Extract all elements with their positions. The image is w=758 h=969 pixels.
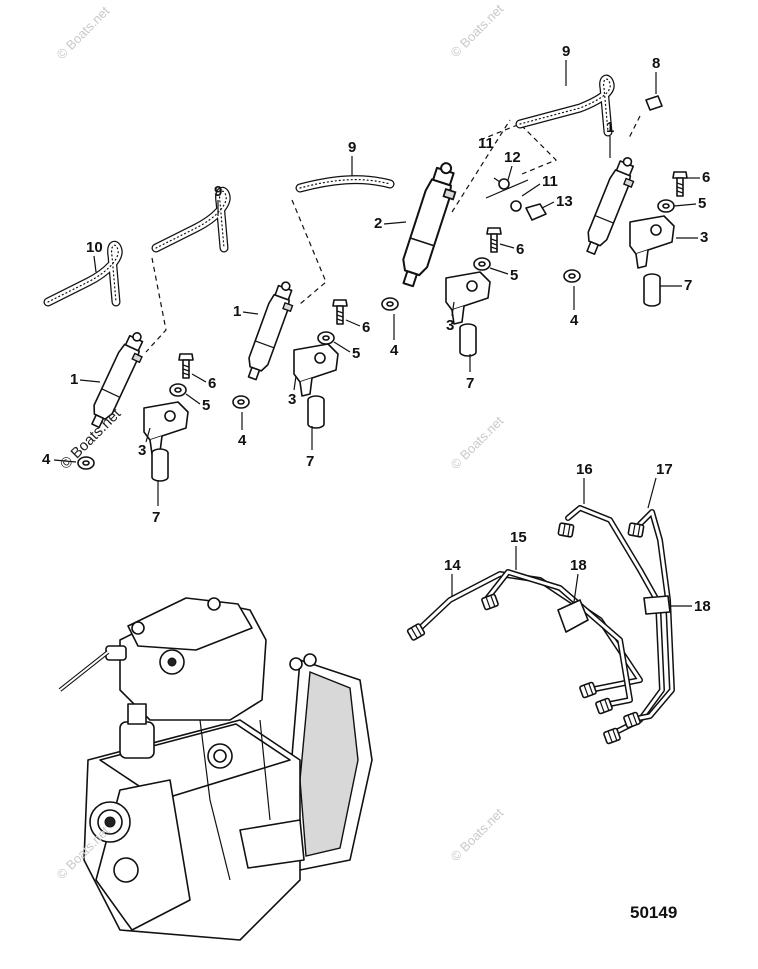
clamp-bolt (486, 227, 502, 253)
fitting-nut (557, 522, 575, 538)
clamp-bolt (178, 353, 194, 379)
clamp-washer (657, 199, 675, 213)
watermark: © Boats.net (448, 805, 507, 864)
callout-4: 4 (390, 342, 399, 359)
leak-off-hose-10 (48, 245, 118, 302)
clamp-washer (317, 331, 335, 345)
callout-8: 8 (652, 55, 660, 72)
leak-off-hose-9 (515, 74, 615, 137)
callout-7: 7 (152, 509, 160, 526)
callout-9: 9 (348, 139, 356, 156)
clamp-washer (169, 383, 187, 397)
injection-lines (406, 505, 675, 745)
callout-7: 7 (684, 277, 692, 294)
callout-17: 17 (656, 461, 673, 478)
spacer-sleeve (151, 448, 169, 482)
callout-16: 16 (576, 461, 593, 478)
connection-line (145, 257, 167, 353)
clamp-bolt (332, 299, 348, 325)
callout-3: 3 (288, 391, 296, 408)
spacer-sleeve (643, 273, 661, 307)
callout-12: 12 (504, 149, 521, 166)
callout-11: 11 (542, 173, 558, 190)
injector-group-1 (48, 191, 226, 482)
injector-nozzle-2 (395, 158, 465, 291)
fitting-nut (622, 711, 642, 729)
callout-10: 10 (86, 239, 103, 256)
callout-7: 7 (306, 453, 314, 470)
watermark: © Boats.net (448, 1, 507, 60)
fitting-nut (602, 727, 622, 745)
callout-6: 6 (208, 375, 216, 392)
connection-line (451, 119, 511, 213)
callout-13: 13 (556, 193, 573, 210)
clamp-bracket (293, 343, 339, 397)
callout-18: 18 (694, 598, 711, 615)
callout-5: 5 (698, 195, 706, 212)
callout-11: 11 (478, 135, 494, 152)
banjo-fitting (485, 177, 547, 221)
reference-number: 50149 (630, 903, 677, 922)
callout-3: 3 (138, 442, 146, 459)
clamp-bolt (672, 171, 688, 197)
spacer-sleeve (459, 323, 477, 357)
injector-nozzle (242, 278, 301, 384)
callout-1: 1 (606, 119, 614, 136)
callout-2: 2 (374, 215, 382, 232)
fitting-nut (480, 593, 500, 611)
callout-5: 5 (202, 397, 210, 414)
hose-cap (645, 95, 663, 111)
callout-1: 1 (70, 371, 78, 388)
watermark: © Boats.net (448, 413, 507, 472)
callout-6: 6 (516, 241, 524, 258)
callout-4: 4 (42, 451, 51, 468)
leak-off-hose-9 (295, 175, 395, 193)
callout-5: 5 (510, 267, 518, 284)
sealing-washer (563, 269, 581, 283)
connection-line (479, 123, 558, 175)
clamp-washer (473, 257, 491, 271)
callout-14: 14 (444, 557, 461, 574)
injector-group-2 (232, 175, 395, 429)
injector-group-3 (381, 119, 558, 357)
callout-7: 7 (466, 375, 474, 392)
callout-4: 4 (570, 312, 579, 329)
clamp-bracket (629, 215, 675, 269)
callout-1: 1 (233, 303, 241, 320)
callouts: 10 9 9 9 8 1 1 2 1 3 3 3 3 4 4 4 4 5 (42, 43, 711, 615)
connection-line (627, 115, 641, 141)
fitting-nut (627, 522, 645, 538)
callout-18: 18 (570, 557, 587, 574)
watermark: © Boats.net (54, 3, 113, 62)
callout-4: 4 (238, 432, 247, 449)
fitting-nut (578, 681, 598, 699)
callout-9: 9 (562, 43, 570, 60)
callout-5: 5 (352, 345, 360, 362)
clamp-bracket (143, 401, 189, 455)
callout-3: 3 (446, 317, 454, 334)
callout-6: 6 (702, 169, 710, 186)
callout-3: 3 (700, 229, 708, 246)
connection-line (291, 199, 327, 305)
line-clamp (557, 595, 671, 633)
fitting-nut (594, 697, 614, 715)
callout-9: 9 (214, 183, 222, 200)
injection-pump (58, 597, 373, 941)
callout-15: 15 (510, 529, 527, 546)
sealing-washer (232, 395, 250, 409)
injector-group-4 (515, 74, 688, 307)
sealing-washer (381, 297, 399, 311)
callout-6: 6 (362, 319, 370, 336)
spacer-sleeve (307, 395, 325, 429)
